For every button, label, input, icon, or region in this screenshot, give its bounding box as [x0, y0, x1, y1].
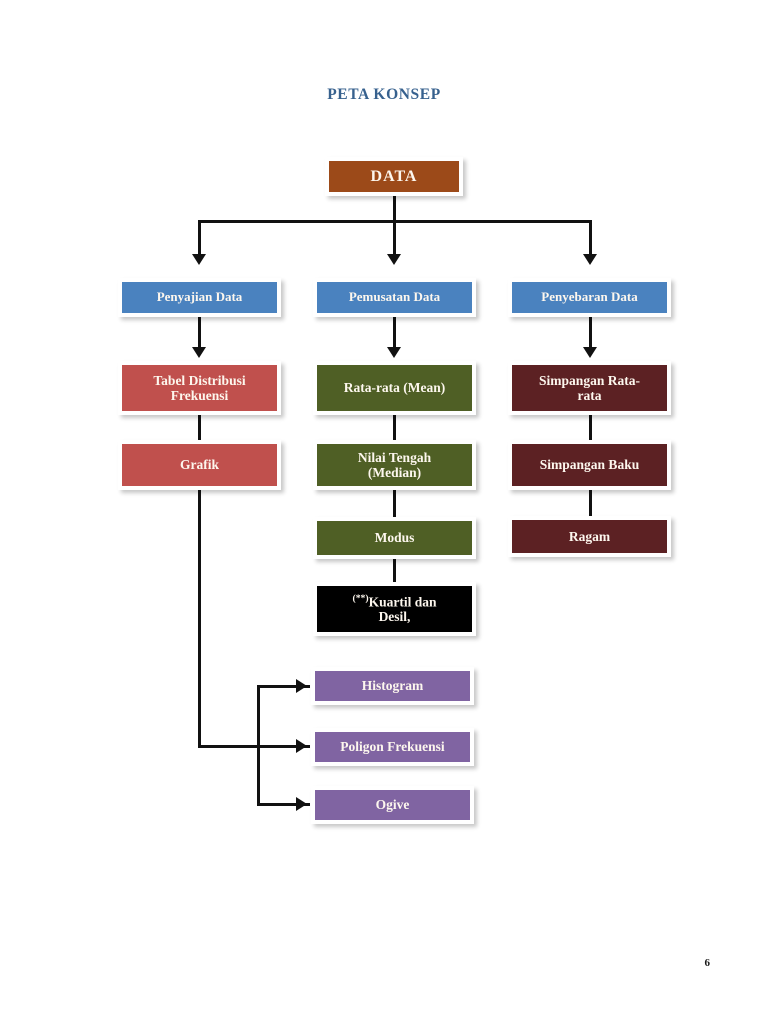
node-simpangan-baku-label: Simpangan Baku — [539, 457, 640, 473]
arrowhead-penyajian-to-tabel — [192, 347, 206, 358]
node-modus-label: Modus — [374, 530, 415, 546]
node-histogram[interactable]: Histogram — [311, 667, 474, 705]
arrowhead-penyajian — [192, 254, 206, 265]
node-ogive-label: Ogive — [375, 797, 410, 813]
connector-baku-to-ragam — [589, 490, 592, 516]
node-simpangan-baku[interactable]: Simpangan Baku — [508, 440, 671, 490]
node-pemusatan-data[interactable]: Pemusatan Data — [313, 278, 476, 317]
node-nilai-tengah-line-1: Nilai Tengah — [357, 449, 432, 465]
arrowhead-poligon — [296, 739, 307, 753]
arrowhead-pemusatan — [387, 254, 401, 265]
node-kuartil-line-1: (**)Kuartil dan — [352, 592, 437, 610]
node-penyebaran-data-label: Penyebaran Data — [541, 289, 638, 305]
connector-drop-penyebaran — [589, 220, 592, 256]
node-penyajian-data-label: Penyajian Data — [156, 289, 243, 305]
node-nilai-tengah-line-2: (Median) — [367, 465, 422, 480]
node-simpangan-rata-line-1: Simpangan Rata- — [539, 372, 640, 388]
node-data-label: DATA — [370, 167, 418, 185]
connector-penyajian-to-tabel — [198, 317, 201, 349]
arrowhead-ogive — [296, 797, 307, 811]
connector-pemusatan-to-ratarata — [393, 317, 396, 349]
node-ragam[interactable]: Ragam — [508, 516, 671, 557]
node-kuartil-line-2: Desil, — [378, 609, 411, 625]
arrowhead-pemusatan-to-ratarata — [387, 347, 401, 358]
node-modus[interactable]: Modus — [313, 517, 476, 559]
node-simpangan-rata-rata[interactable]: Simpangan Rata- rata — [508, 361, 671, 415]
connector-modus-to-kuartil — [393, 559, 396, 582]
arrowhead-penyebaran — [583, 254, 597, 265]
node-kuartil-dan-desil[interactable]: (**)Kuartil dan Desil, — [313, 582, 476, 636]
node-poligon-frekuensi-label: Poligon Frekuensi — [340, 739, 445, 755]
connector-simpangan-to-baku — [589, 415, 592, 440]
connector-penyebaran-to-simpangan — [589, 317, 592, 349]
node-rata-rata-mean[interactable]: Rata-rata (Mean) — [313, 361, 476, 415]
arrowhead-penyebaran-to-simpangan — [583, 347, 597, 358]
node-kuartil-marker: (**) — [352, 592, 369, 604]
node-rata-rata-label: Rata-rata (Mean) — [343, 380, 446, 396]
node-grafik[interactable]: Grafik — [118, 440, 281, 490]
connector-to-ogive — [257, 803, 310, 806]
connector-to-histogram — [257, 685, 310, 688]
node-tabel-line-1: Tabel Distribusi — [153, 372, 246, 388]
node-poligon-frekuensi[interactable]: Poligon Frekuensi — [311, 728, 474, 766]
connector-grafik-right — [198, 745, 310, 748]
node-tabel-distribusi-frekuensi[interactable]: Tabel Distribusi Frekuensi — [118, 361, 281, 415]
page-number: 6 — [704, 957, 711, 969]
connector-drop-pemusatan — [393, 220, 396, 256]
page-title: PETA KONSEP — [327, 86, 441, 103]
node-data[interactable]: DATA — [325, 157, 463, 196]
connector-grafik-down — [198, 490, 201, 748]
connector-drop-penyajian — [198, 220, 201, 256]
node-histogram-label: Histogram — [361, 678, 424, 694]
connector-tabel-to-grafik — [198, 415, 201, 440]
connector-data-stem — [393, 196, 396, 222]
node-penyajian-data[interactable]: Penyajian Data — [118, 278, 281, 317]
connector-grafik-riser — [257, 685, 260, 806]
node-tabel-line-2: Frekuensi — [170, 388, 229, 403]
node-kuartil-text: Kuartil dan — [368, 594, 437, 610]
node-ogive[interactable]: Ogive — [311, 786, 474, 824]
arrowhead-histogram — [296, 679, 307, 693]
node-nilai-tengah-median[interactable]: Nilai Tengah (Median) — [313, 440, 476, 490]
node-simpangan-rata-line-2: rata — [577, 388, 602, 403]
node-ragam-label: Ragam — [568, 528, 611, 544]
node-pemusatan-data-label: Pemusatan Data — [348, 289, 441, 305]
node-grafik-label: Grafik — [180, 457, 219, 473]
connector-ratarata-to-median — [393, 415, 396, 440]
connector-median-to-modus — [393, 490, 396, 517]
node-penyebaran-data[interactable]: Penyebaran Data — [508, 278, 671, 317]
